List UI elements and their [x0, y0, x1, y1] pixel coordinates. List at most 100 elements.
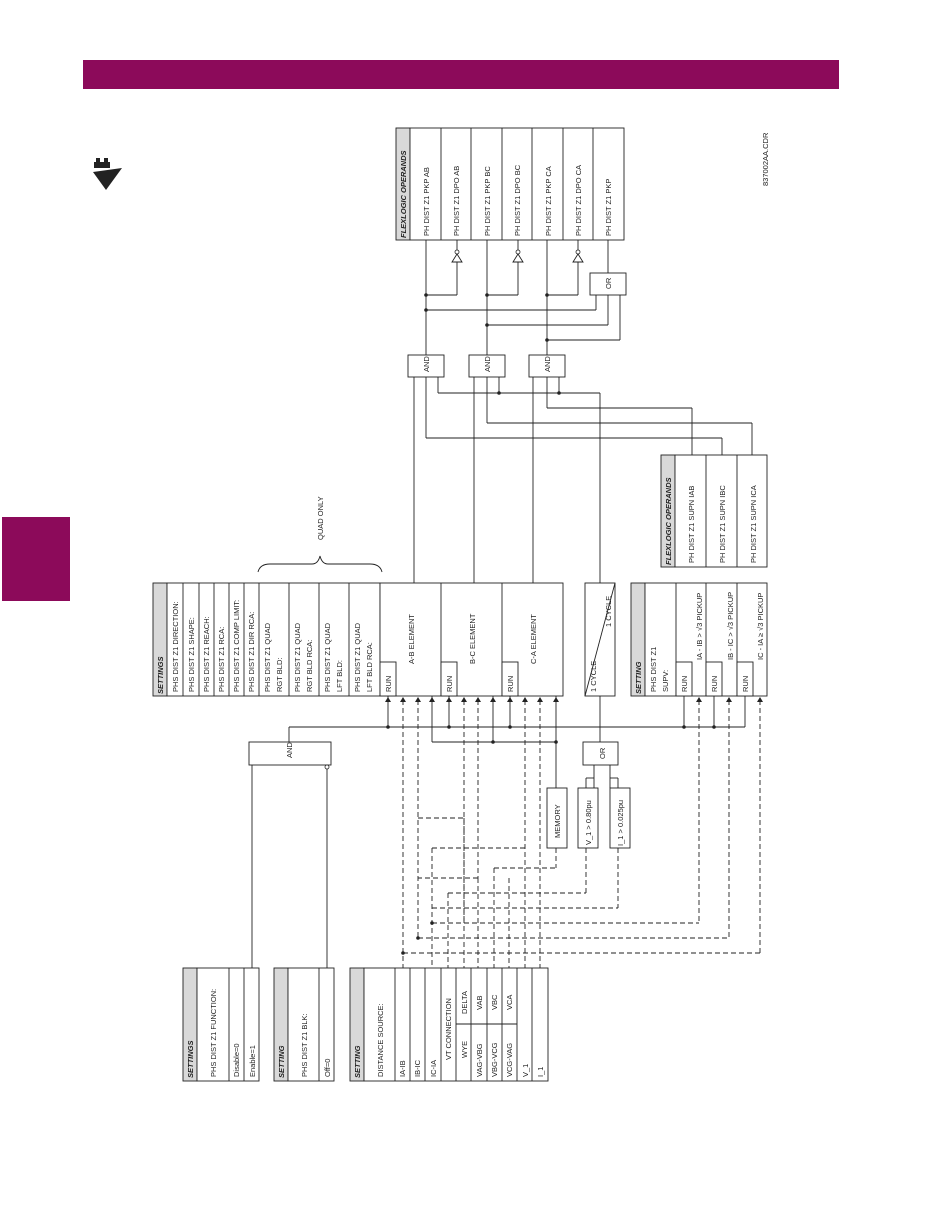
- function-title: PHS DIST Z1 FUNCTION:: [209, 989, 218, 1077]
- setting-quad-lft-bld-rca-1: PHS DIST Z1 QUAD: [353, 622, 362, 692]
- drawing-code: 837002AA.CDR: [761, 132, 770, 186]
- inverter-gates: [451, 240, 584, 295]
- element-ab: A-B ELEMENT: [407, 614, 416, 664]
- timer-pickup: 1 CYCLE: [589, 661, 598, 692]
- source-vca: VCA: [505, 995, 514, 1010]
- supv-title-1: PHS DIST Z1: [649, 647, 658, 692]
- source-current-ia-ib: IA-IB: [398, 1060, 407, 1077]
- function-header: SETTINGS: [186, 1040, 195, 1078]
- source-vbc: VBC: [490, 994, 499, 1010]
- source-settings-table: SETTING DISTANCE SOURCE: IA-IB IB-IC IC-…: [349, 967, 549, 1082]
- element-ca: C-A ELEMENT: [529, 614, 538, 664]
- i1-condition-label: I_1 > 0.025pu: [616, 800, 625, 846]
- supv-title-2: SUPV:: [661, 670, 670, 692]
- source-vt-connection: VT CONNECTION: [444, 998, 453, 1060]
- supn-operands-header: FLEXLOGIC OPERANDS: [664, 477, 673, 565]
- setting-dir-rca: PHS DIST Z1 DIR RCA:: [247, 612, 256, 692]
- polarizing-wiring: [385, 696, 559, 788]
- middle-wiring: [413, 377, 753, 585]
- source-vag-vbg: VAG-VBG: [475, 1043, 484, 1077]
- memory-label: MEMORY: [553, 804, 562, 838]
- quad-only-label: QUAD ONLY: [316, 496, 325, 540]
- run-ca: RUN: [506, 676, 515, 692]
- dashed-signals: [400, 697, 763, 968]
- setting-direction: PHS DIST Z1 DIRECTION:: [171, 601, 180, 692]
- function-settings-table: SETTINGS PHS DIST Z1 FUNCTION: Disable=0…: [182, 967, 260, 1082]
- and-bc-label: AND: [483, 356, 492, 372]
- quad-only-brace: QUAD ONLY: [257, 496, 383, 573]
- main-settings-table: SETTINGS PHS DIST Z1 DIRECTION: PHS DIST…: [152, 582, 564, 697]
- setting-quad-lft-bld-rca-2: LFT BLD RCA:: [365, 642, 374, 692]
- run-ab: RUN: [384, 676, 393, 692]
- top-operands-header: FLEXLOGIC OPERANDS: [399, 150, 408, 238]
- pkp-or-gate: OR: [589, 240, 627, 296]
- element-and-gates: AND AND AND: [407, 354, 566, 378]
- setting-quad-rgt-bld-rca-2: RGT BLD RCA:: [305, 640, 314, 692]
- i1-condition: I_1 > 0.025pu: [609, 777, 631, 849]
- operand-dpo-bc: PH DIST Z1 DPO BC: [513, 164, 522, 236]
- blk-settings-table: SETTING PHS DIST Z1 BLK: Off=0: [273, 967, 335, 1082]
- main-settings-header: SETTINGS: [156, 656, 165, 694]
- operand-pkp: PH DIST Z1 PKP: [604, 179, 613, 236]
- source-i1: I_1: [536, 1067, 545, 1077]
- source-current-ib-ic: IB-IC: [413, 1059, 422, 1077]
- source-vbg-vcg: VBG-VCG: [490, 1042, 499, 1077]
- operand-dpo-ab: PH DIST Z1 DPO AB: [452, 166, 461, 236]
- supn-operands-table: FLEXLOGIC OPERANDS PH DIST Z1 SUPN IAB P…: [660, 454, 768, 568]
- function-option-disable: Disable=0: [232, 1043, 241, 1077]
- source-vab: VAB: [475, 996, 484, 1010]
- and-ca-label: AND: [543, 356, 552, 372]
- source-v1: V_1: [521, 1064, 530, 1077]
- memory-block: MEMORY: [546, 787, 568, 849]
- setting-quad-rgt-bld-2: RGT BLD:: [275, 658, 284, 692]
- note-icon: [93, 158, 122, 190]
- supv-row-ab: IA - IB > √3 PICKUP: [695, 593, 704, 660]
- chapter-tab: [2, 517, 70, 601]
- blk-title: PHS DIST Z1 BLK:: [300, 1013, 309, 1077]
- header-bar: [83, 60, 839, 89]
- pkp-or-label: OR: [604, 277, 613, 289]
- operand-pkp-ca: PH DIST Z1 PKP CA: [544, 166, 553, 236]
- supv-settings-table: SETTING PHS DIST Z1 SUPV: RUN RUN RUN IA…: [630, 582, 768, 697]
- element-bc: B-C ELEMENT: [468, 613, 477, 664]
- timer-dropout: 1 CYCLE: [604, 596, 613, 627]
- setting-quad-lft-bld-2: LFT BLD:: [335, 660, 344, 692]
- source-current-ic-ia: IC-IA: [429, 1060, 438, 1077]
- setting-rca: PHS DIST Z1 RCA:: [217, 627, 226, 692]
- blk-option-off: Off=0: [323, 1059, 332, 1077]
- setting-comp-limit: PHS DIST Z1 COMP LIMIT:: [232, 600, 241, 692]
- top-operands-table: FLEXLOGIC OPERANDS PH DIST Z1 PKP AB PH …: [395, 127, 625, 241]
- function-option-enable: Enable=1: [248, 1045, 257, 1077]
- top-wiring: [424, 240, 621, 355]
- supv-header: SETTING: [634, 661, 643, 694]
- operand-dpo-ca: PH DIST Z1 DPO CA: [574, 165, 583, 236]
- source-delta: DELTA: [460, 991, 469, 1014]
- setting-reach: PHS DIST Z1 REACH:: [202, 616, 211, 692]
- run-bc: RUN: [445, 676, 454, 692]
- setting-shape: PHS DIST Z1 SHAPE:: [187, 617, 196, 692]
- source-vcg-vag: VCG-VAG: [505, 1043, 514, 1077]
- enable-and-label: AND: [285, 742, 294, 758]
- cycle-timer: 1 CYCLE 1 CYCLE: [584, 582, 616, 742]
- supv-run-1: RUN: [680, 676, 689, 692]
- supv-run-2: RUN: [710, 676, 719, 692]
- supv-row-ca: IC - IA ≥ √3 PICKUP: [756, 593, 765, 660]
- operand-pkp-bc: PH DIST Z1 PKP BC: [483, 166, 492, 236]
- enable-and-gate: AND: [248, 741, 332, 968]
- v1-condition-label: V_1 > 0.80pu: [584, 800, 593, 845]
- supv-run-3: RUN: [741, 676, 750, 692]
- source-title: DISTANCE SOURCE:: [376, 1003, 385, 1077]
- supn-ica: PH DIST Z1 SUPN ICA: [749, 485, 758, 563]
- source-wye: WYE: [460, 1041, 469, 1058]
- setting-quad-rgt-bld-1: PHS DIST Z1 QUAD: [263, 622, 272, 692]
- supn-ibc: PH DIST Z1 SUPN IBC: [718, 485, 727, 563]
- run-bus: [288, 696, 746, 742]
- source-header: SETTING: [353, 1045, 362, 1078]
- blk-header: SETTING: [277, 1045, 286, 1078]
- setting-quad-rgt-bld-rca-1: PHS DIST Z1 QUAD: [293, 622, 302, 692]
- operand-pkp-ab: PH DIST Z1 PKP AB: [422, 167, 431, 236]
- supn-iab: PH DIST Z1 SUPN IAB: [687, 486, 696, 563]
- timer-or-gate: OR: [582, 741, 619, 788]
- supv-row-bc: IB - IC > √3 PICKUP: [726, 592, 735, 660]
